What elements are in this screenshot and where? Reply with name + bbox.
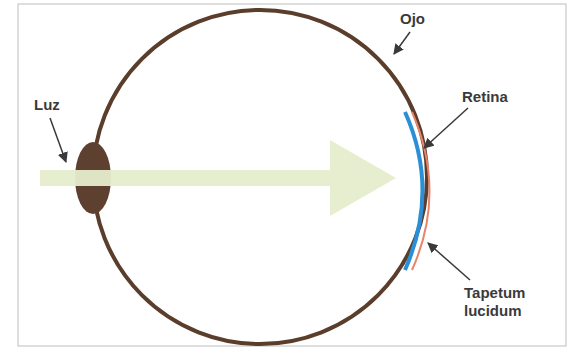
part-label: Tapetum lucidum (464, 284, 544, 320)
frame (18, 4, 566, 346)
light-beam (40, 140, 396, 216)
part-label: Retina (462, 88, 552, 106)
part-label: Luz (34, 96, 84, 114)
leader-line (424, 108, 468, 148)
leader-line (394, 32, 410, 54)
part-label: Ojo (400, 10, 460, 28)
leader-line (428, 243, 470, 280)
leader-line (50, 118, 66, 162)
retina-layer (405, 112, 423, 270)
